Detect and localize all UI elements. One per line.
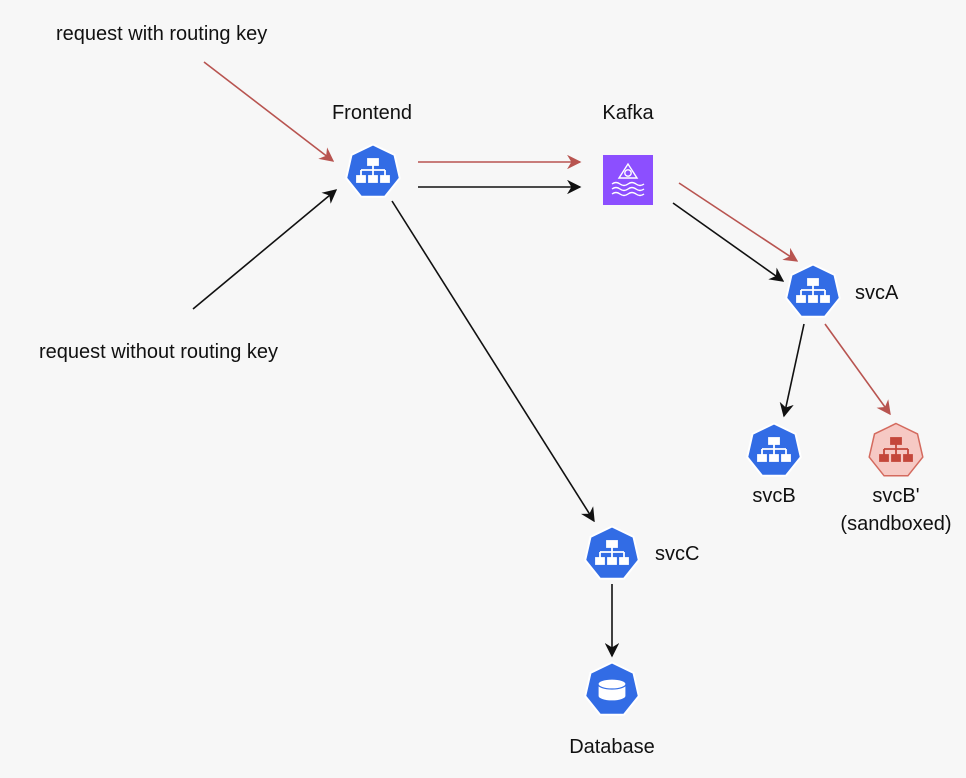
svc-b-label: svcB [752,485,795,507]
kafka-msk-icon [603,155,653,205]
kafka-node [603,155,653,205]
frontend-label: Frontend [332,102,412,124]
edge-frontend-to-svcc [391,200,595,523]
edge-request-with-key-to-frontend [203,61,335,162]
request-with-key-label: request with routing key [56,23,267,45]
svc-b-prime-node [868,422,924,477]
edges [192,61,891,658]
svc-c-label: svcC [655,543,699,565]
request-without-key-label: request without routing key [39,341,278,363]
svc-c-node [584,525,640,580]
edge-kafka-to-svca-routed [678,182,799,262]
edge-request-without-key-to-frontend [192,189,338,310]
database-node [584,661,640,716]
svc-a-label: svcA [855,282,899,304]
svc-b-node [746,422,802,477]
labels: request with routing key request without… [39,23,952,758]
database-label: Database [569,736,655,758]
edge-svca-to-svcb [779,323,805,418]
edge-svca-to-svcb-prime [824,323,891,416]
frontend-node [345,143,401,198]
kafka-label: Kafka [602,102,654,124]
edge-kafka-to-svca-plain [672,202,785,282]
svc-b-prime-note: (sandboxed) [840,513,951,535]
svc-a-node [785,263,841,318]
svc-b-prime-label: svcB' [872,485,919,507]
